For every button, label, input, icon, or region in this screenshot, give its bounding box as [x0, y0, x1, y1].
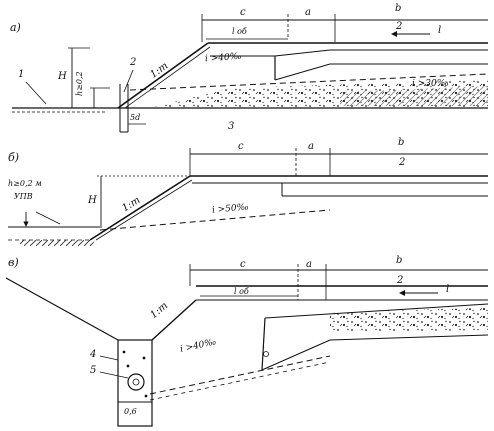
panel-b-dim-2: 2: [399, 157, 406, 168]
panel-a-h-note: h≥0,2: [75, 71, 84, 96]
panel-c-dim-b: b: [396, 255, 403, 266]
panel-a-dim-lob: l об: [232, 27, 247, 36]
panel-b-dim-b: b: [398, 137, 405, 148]
panel-a-flow-l: l: [438, 25, 442, 36]
panel-c-flow-l: l: [446, 284, 450, 295]
callout-4: 4: [90, 349, 97, 360]
panel-c-dim-c: c: [240, 259, 246, 270]
panel-b-upv: УПВ: [14, 192, 33, 201]
callout-1: 1: [18, 69, 25, 80]
panel-c: [5, 264, 489, 427]
panel-a-tag: а): [10, 21, 21, 34]
callout-5: 5: [90, 365, 97, 376]
panel-a-dim-5d: 5d: [130, 113, 141, 122]
panel-c-dim-a: a: [306, 259, 312, 270]
panel-c-dim-2: 2: [397, 275, 404, 286]
panel-a-dim-b: b: [395, 3, 402, 14]
panel-b-height-label: H: [88, 195, 97, 206]
panel-b-dim-c: c: [238, 141, 244, 152]
panel-a-grade-right: i >30‰: [412, 79, 449, 89]
panel-b: [8, 148, 488, 246]
panel-c-tag: в): [8, 256, 19, 269]
callout-3: 3: [228, 121, 235, 132]
panel-a: [12, 14, 489, 133]
panel-a-dim-2: 2: [396, 21, 403, 32]
panel-a-dim-c: c: [240, 7, 246, 18]
panel-c-dim-lob: l об: [234, 287, 249, 296]
panel-b-tag: б): [8, 151, 20, 164]
panel-b-h-note: h≥0,2 м: [8, 179, 42, 188]
panel-a-dim-a: a: [305, 7, 311, 18]
panel-c-width: 0,6: [124, 407, 137, 416]
panel-a-height-label: H: [58, 71, 67, 82]
callout-2: 2: [130, 57, 137, 68]
panel-b-dim-a: a: [308, 141, 314, 152]
